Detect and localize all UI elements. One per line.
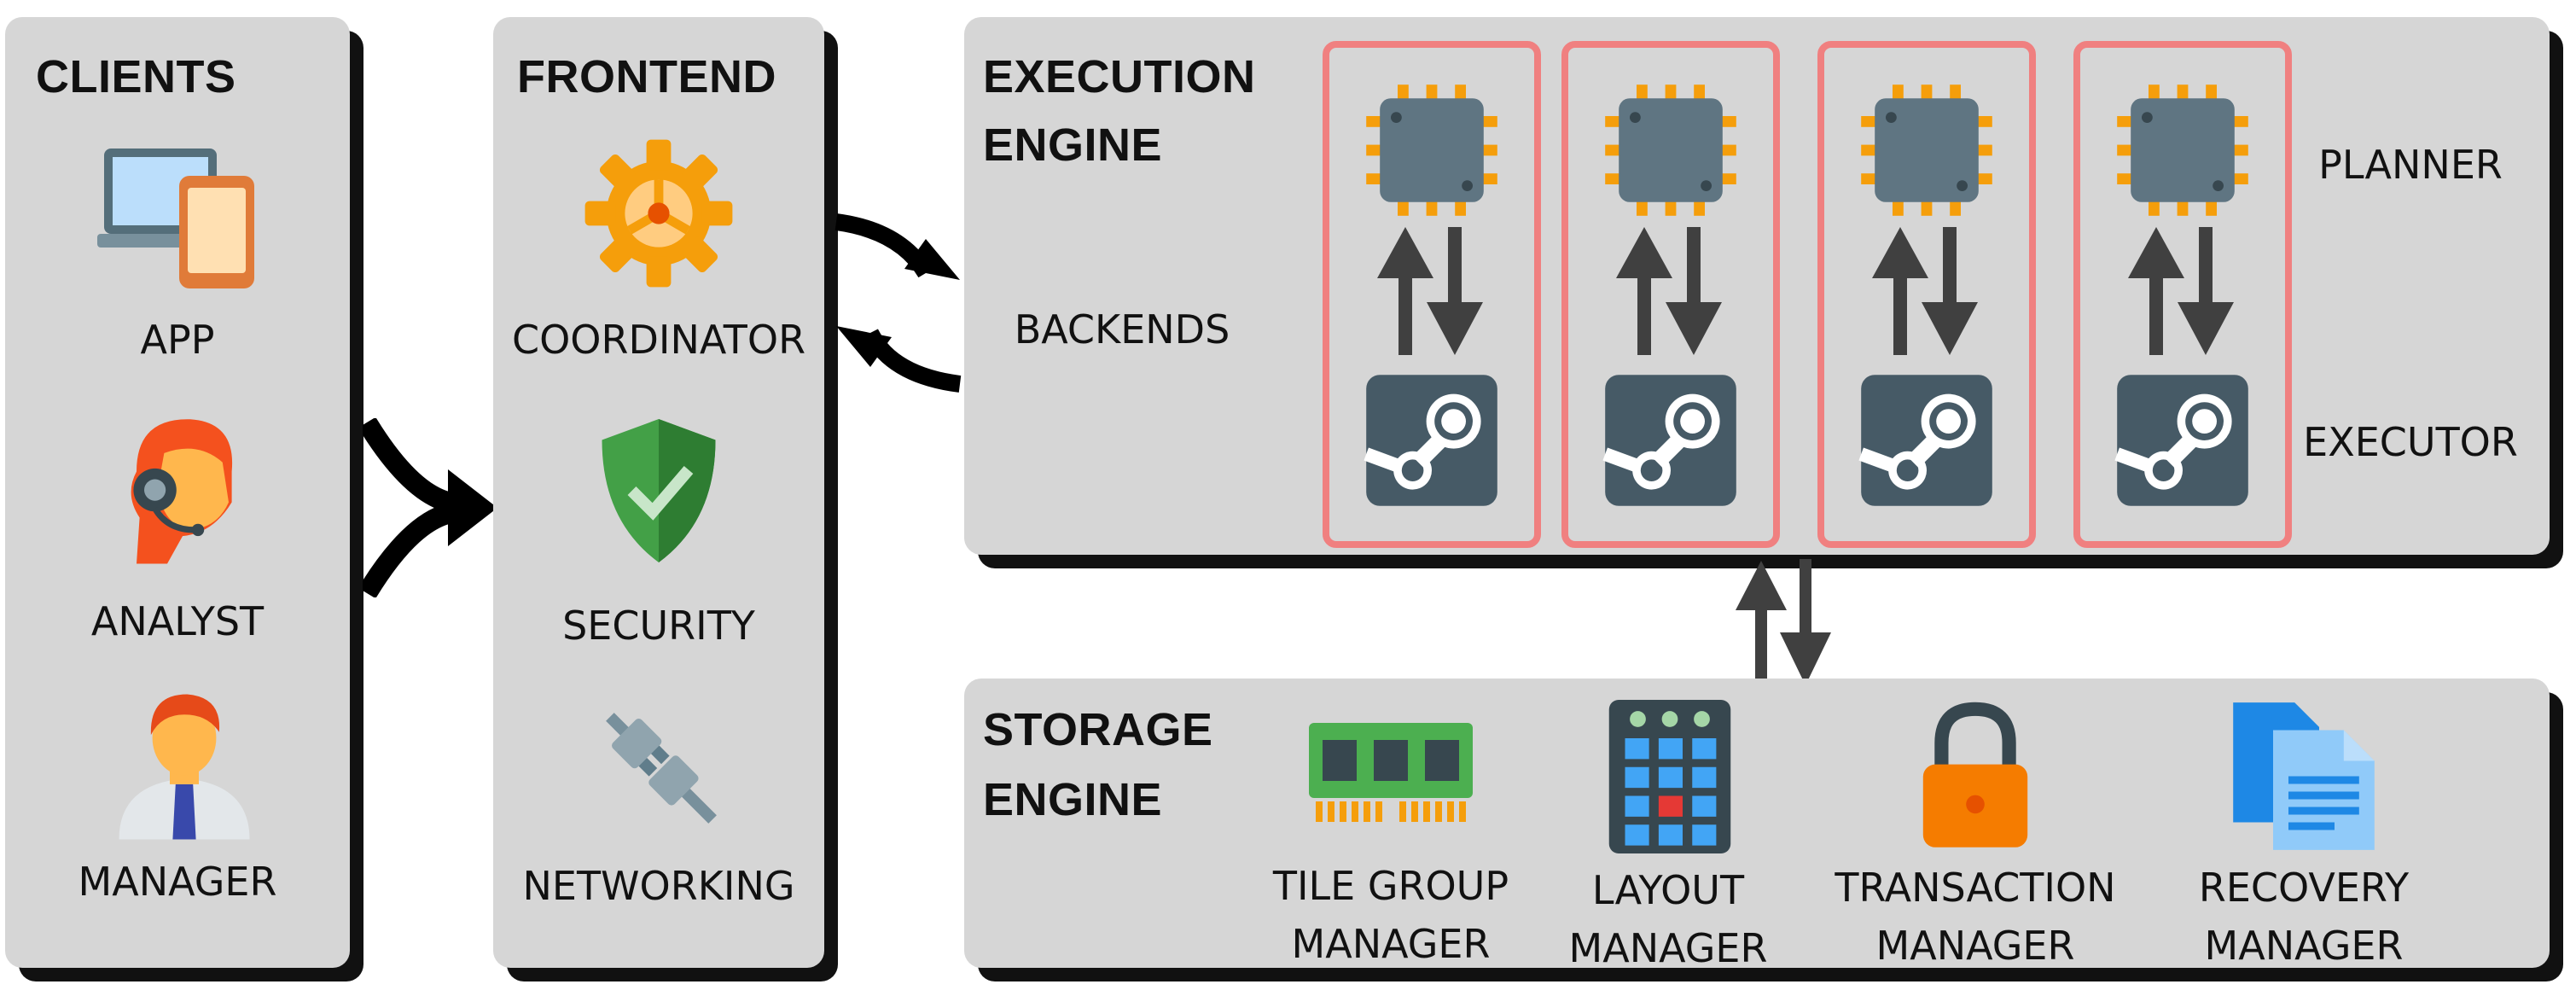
executor-label: EXECUTOR (2303, 419, 2518, 465)
memory-module-icon (1305, 713, 1476, 832)
app-devices-icon (97, 131, 268, 302)
planner-executor-arrows (1609, 227, 1729, 355)
storage-title-line1: STORAGE (983, 704, 1213, 755)
shield-check-icon (599, 414, 718, 568)
recovery-label-line2: MANAGER (2204, 923, 2404, 969)
frontend-panel: FRONTEND COORDINATOR (493, 17, 824, 968)
executor-steam-icon (1602, 372, 1739, 509)
backend-box (2073, 41, 2292, 548)
layout-label-line1: LAYOUT (1591, 867, 1745, 913)
keypad-icon (1606, 696, 1734, 858)
execution-title-line2: ENGINE (983, 119, 1163, 171)
clients-panel: CLIENTS APP ANALYST MANAGER (5, 17, 350, 968)
planner-label: PLANNER (2318, 142, 2503, 188)
networking-label: NETWORKING (522, 863, 795, 909)
backend-box (1561, 41, 1780, 548)
executor-steam-icon (1858, 372, 1995, 509)
clients-to-frontend-arrow (363, 418, 499, 597)
tile-group-label-line1: TILE GROUP (1272, 863, 1509, 909)
planner-executor-arrows (1370, 227, 1490, 355)
executor-steam-icon (1364, 372, 1500, 509)
planner-chip-icon (1858, 82, 1995, 218)
backend-box (1323, 41, 1541, 548)
planner-chip-icon (1364, 82, 1500, 218)
storage-title-line2: ENGINE (983, 774, 1163, 825)
execution-title-line1: EXECUTION (983, 51, 1256, 102)
transaction-label-line2: MANAGER (1875, 923, 2075, 969)
execution-storage-arrows (1724, 559, 1843, 687)
security-label: SECURITY (562, 603, 755, 649)
transaction-label-line1: TRANSACTION (1835, 865, 2116, 911)
frontend-title: FRONTEND (517, 51, 776, 102)
planner-chip-icon (2114, 82, 2251, 218)
tile-group-label-line2: MANAGER (1291, 921, 1491, 967)
documents-icon (2227, 697, 2381, 855)
backends-label: BACKENDS (1014, 306, 1230, 352)
analyst-label: ANALYST (90, 598, 265, 644)
manager-person-icon (112, 679, 257, 841)
coordinator-label: COORDINATOR (511, 317, 806, 363)
execution-engine-panel: EXECUTION ENGINE BACKENDS PLANNER EXECUT… (964, 17, 2550, 555)
backend-box (1817, 41, 2036, 548)
frontend-execution-arrows (832, 205, 964, 401)
layout-label-line2: MANAGER (1568, 925, 1768, 971)
clients-title: CLIENTS (36, 51, 236, 102)
analyst-headset-icon (106, 410, 259, 572)
gear-icon (582, 137, 736, 290)
plug-icon (589, 696, 734, 841)
manager-label: MANAGER (78, 859, 277, 905)
planner-executor-arrows (1865, 227, 1985, 355)
planner-executor-arrows (2121, 227, 2241, 355)
executor-steam-icon (2114, 372, 2251, 509)
app-label: APP (140, 317, 215, 363)
recovery-label-line1: RECOVERY (2198, 865, 2410, 911)
lock-icon (1911, 700, 2039, 853)
storage-engine-panel: STORAGE ENGINE TILE GROUP MANAGER (964, 679, 2550, 971)
planner-chip-icon (1602, 82, 1739, 218)
